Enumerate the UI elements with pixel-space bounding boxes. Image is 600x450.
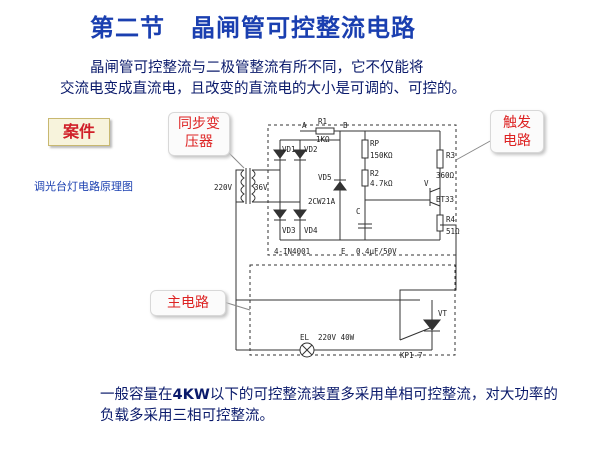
primary-voltage-label: 220V bbox=[214, 183, 233, 192]
intro-line-1: 晶闸管可控整流与二极管整流有所不同，它不仅能将 bbox=[90, 60, 424, 76]
vd4-diode bbox=[293, 209, 307, 219]
node-b-label: B bbox=[343, 121, 348, 130]
summary-paragraph: 一般容量在4KW以下的可控整流装置多采用单相可控整流，对大功率的负载多采用三相可… bbox=[100, 385, 570, 427]
vt-label: VT bbox=[438, 309, 448, 318]
summary-capacity: 4KW bbox=[172, 387, 210, 403]
trigger-callout-line-1: 触发 bbox=[503, 115, 531, 131]
main-circuit-region bbox=[249, 264, 456, 356]
r4-resistor bbox=[436, 214, 444, 232]
vd2-diode bbox=[293, 149, 307, 159]
r2-resistor bbox=[361, 169, 369, 187]
intro-line-2: 交流电变成直流电，且改变的直流电的大小是可调的、可控的。 bbox=[60, 81, 466, 97]
r1-value: 1KΩ bbox=[316, 135, 330, 144]
ujt-v-label: V bbox=[424, 179, 429, 188]
sync-transformer-callout: 同步变 压器 bbox=[168, 112, 230, 156]
r2-label: R2 bbox=[370, 169, 379, 178]
main-circuit-callout: 主电路 bbox=[150, 290, 226, 316]
r3-resistor bbox=[436, 149, 444, 169]
node-a-label: A bbox=[302, 121, 307, 130]
r4-value: 51Ω bbox=[446, 227, 460, 236]
rp-label: RP bbox=[370, 139, 380, 148]
vd5-zener bbox=[333, 181, 347, 191]
rp-value: 150KΩ bbox=[370, 151, 393, 160]
lamp-rating: 220V 40W bbox=[318, 333, 355, 342]
circuit-caption: 调光台灯电路原理图 bbox=[34, 180, 133, 193]
el-label: EL bbox=[300, 333, 310, 342]
trigger-callout-line-2: 电路 bbox=[503, 133, 531, 149]
c-label: C bbox=[356, 207, 361, 216]
rp-potentiometer bbox=[361, 139, 369, 159]
zener-label: 2CW21A bbox=[308, 197, 336, 206]
r4-label: R4 bbox=[446, 215, 456, 224]
vd1-label: VD1 bbox=[282, 145, 296, 154]
r3-label: R3 bbox=[446, 151, 455, 160]
e-label: E bbox=[341, 247, 346, 256]
section-title: 晶闸管可控整流电路 bbox=[191, 13, 416, 42]
r3-value: 360Ω bbox=[436, 171, 455, 180]
rectifier-region bbox=[267, 124, 457, 256]
sync-callout-line-2: 压器 bbox=[185, 134, 213, 150]
sync-callout-line-1: 同步变 bbox=[178, 116, 220, 132]
vd2-label: VD2 bbox=[304, 145, 318, 154]
kp-label: KP1-7 bbox=[400, 351, 423, 360]
c-value: 0.4μF/50V bbox=[356, 247, 397, 256]
section-number: 第二节 bbox=[90, 13, 165, 42]
case-button[interactable]: 案件 bbox=[48, 118, 110, 146]
vd3-label: VD3 bbox=[282, 226, 296, 235]
secondary-voltage-label: 36V bbox=[254, 183, 268, 192]
vt-thyristor bbox=[422, 319, 442, 331]
summary-text-end: 以下的可控整流装置多采用单相可控整流，对大功率的负载多采用三相可控整流。 bbox=[100, 387, 558, 424]
vd5-label: VD5 bbox=[318, 173, 332, 182]
sync-transformer bbox=[240, 168, 256, 204]
intro-paragraph: 晶闸管可控整流与二极管整流有所不同，它不仅能将 交流电变成直流电，且改变的直流电… bbox=[60, 58, 540, 100]
r1-resistor bbox=[315, 127, 335, 135]
page-title: 第二节晶闸管可控整流电路 bbox=[90, 8, 416, 43]
vd1-diode bbox=[273, 149, 287, 159]
r1-label: R1 bbox=[318, 117, 327, 126]
bt33-label: BT33 bbox=[436, 195, 454, 204]
vd4-label: VD4 bbox=[304, 226, 318, 235]
diode-type-label: 4-IN4001 bbox=[274, 247, 310, 256]
diode-bridge bbox=[268, 139, 340, 241]
r2-value: 4.7kΩ bbox=[370, 179, 393, 188]
vd3-diode bbox=[273, 209, 287, 219]
summary-text-start: 一般容量在 bbox=[100, 387, 173, 403]
trigger-circuit-callout: 触发 电路 bbox=[490, 110, 544, 153]
